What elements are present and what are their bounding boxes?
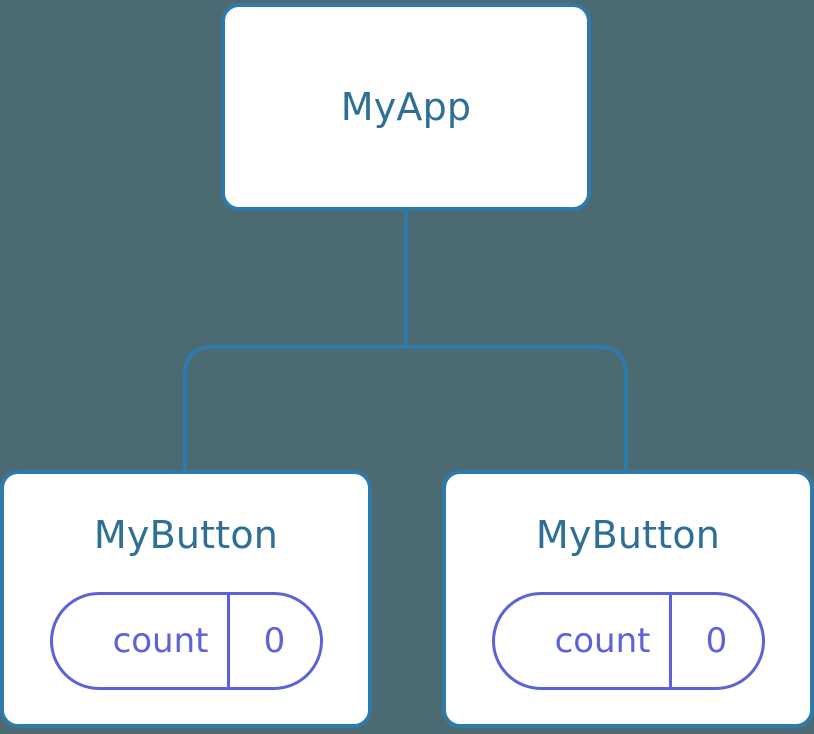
state-pill[interactable]: count 0 — [49, 592, 323, 690]
edge-branch-right — [406, 345, 628, 472]
tree-node-child-1[interactable]: MyButton count 0 — [442, 470, 814, 728]
state-value: 0 — [705, 621, 728, 661]
tree-node-root[interactable]: MyApp — [221, 3, 591, 211]
state-key: count — [554, 621, 651, 661]
edge-branch-left — [183, 345, 406, 472]
node-title: MyApp — [340, 85, 472, 129]
state-pill-divider — [668, 595, 672, 687]
node-title: MyButton — [535, 513, 721, 557]
state-pill[interactable]: count 0 — [491, 592, 765, 690]
state-value: 0 — [263, 621, 286, 661]
state-pill-divider — [226, 595, 230, 687]
tree-node-child-0[interactable]: MyButton count 0 — [0, 470, 372, 728]
node-title: MyButton — [93, 513, 279, 557]
state-key: count — [112, 621, 209, 661]
